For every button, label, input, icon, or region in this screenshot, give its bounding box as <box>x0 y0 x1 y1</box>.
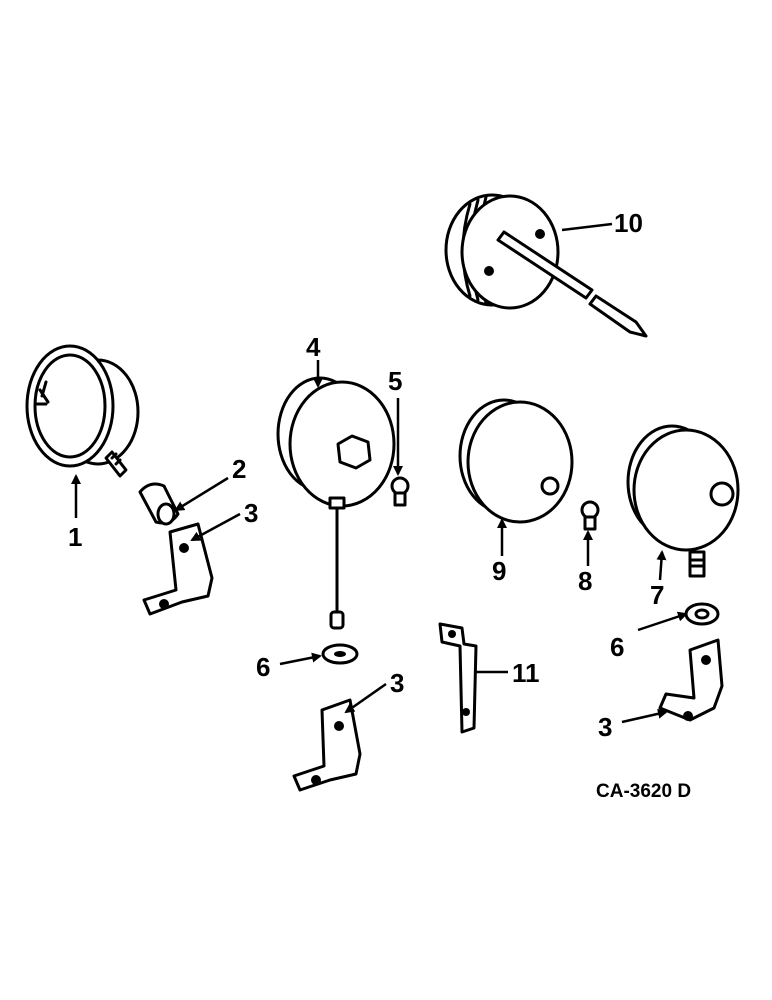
bracket-part-left <box>142 522 214 616</box>
headlamp-part <box>25 344 140 478</box>
lamp-with-rod-part <box>444 193 648 338</box>
callout-9: 9 <box>492 556 506 586</box>
callout-5: 5 <box>388 366 402 396</box>
lamp-part-9 <box>458 398 574 524</box>
callout-7: 7 <box>650 580 664 610</box>
strip-bracket-part <box>438 622 478 734</box>
clamp-part <box>138 482 180 526</box>
work-lamp-part <box>276 376 396 630</box>
callout-6: 6 <box>256 652 270 682</box>
callout-3: 3 <box>244 498 258 528</box>
callout-4: 4 <box>306 332 321 362</box>
bulb-part <box>390 476 410 507</box>
bracket-part-center <box>292 698 362 792</box>
drawing-code: CA-3620 D <box>596 781 691 802</box>
callout-10: 10 <box>614 208 643 238</box>
callout-8: 8 <box>578 566 592 596</box>
callout-1: 1 <box>68 522 82 552</box>
callout-3: 3 <box>598 712 612 742</box>
callout-6: 6 <box>610 632 624 662</box>
bracket-part-right <box>658 638 724 722</box>
callout-3: 3 <box>390 668 404 698</box>
leader-lines <box>71 222 688 724</box>
callout-11: 11 <box>512 658 540 688</box>
bulb-part-8 <box>580 500 600 531</box>
lamp-part-7 <box>626 424 740 578</box>
callout-2: 2 <box>232 454 246 484</box>
